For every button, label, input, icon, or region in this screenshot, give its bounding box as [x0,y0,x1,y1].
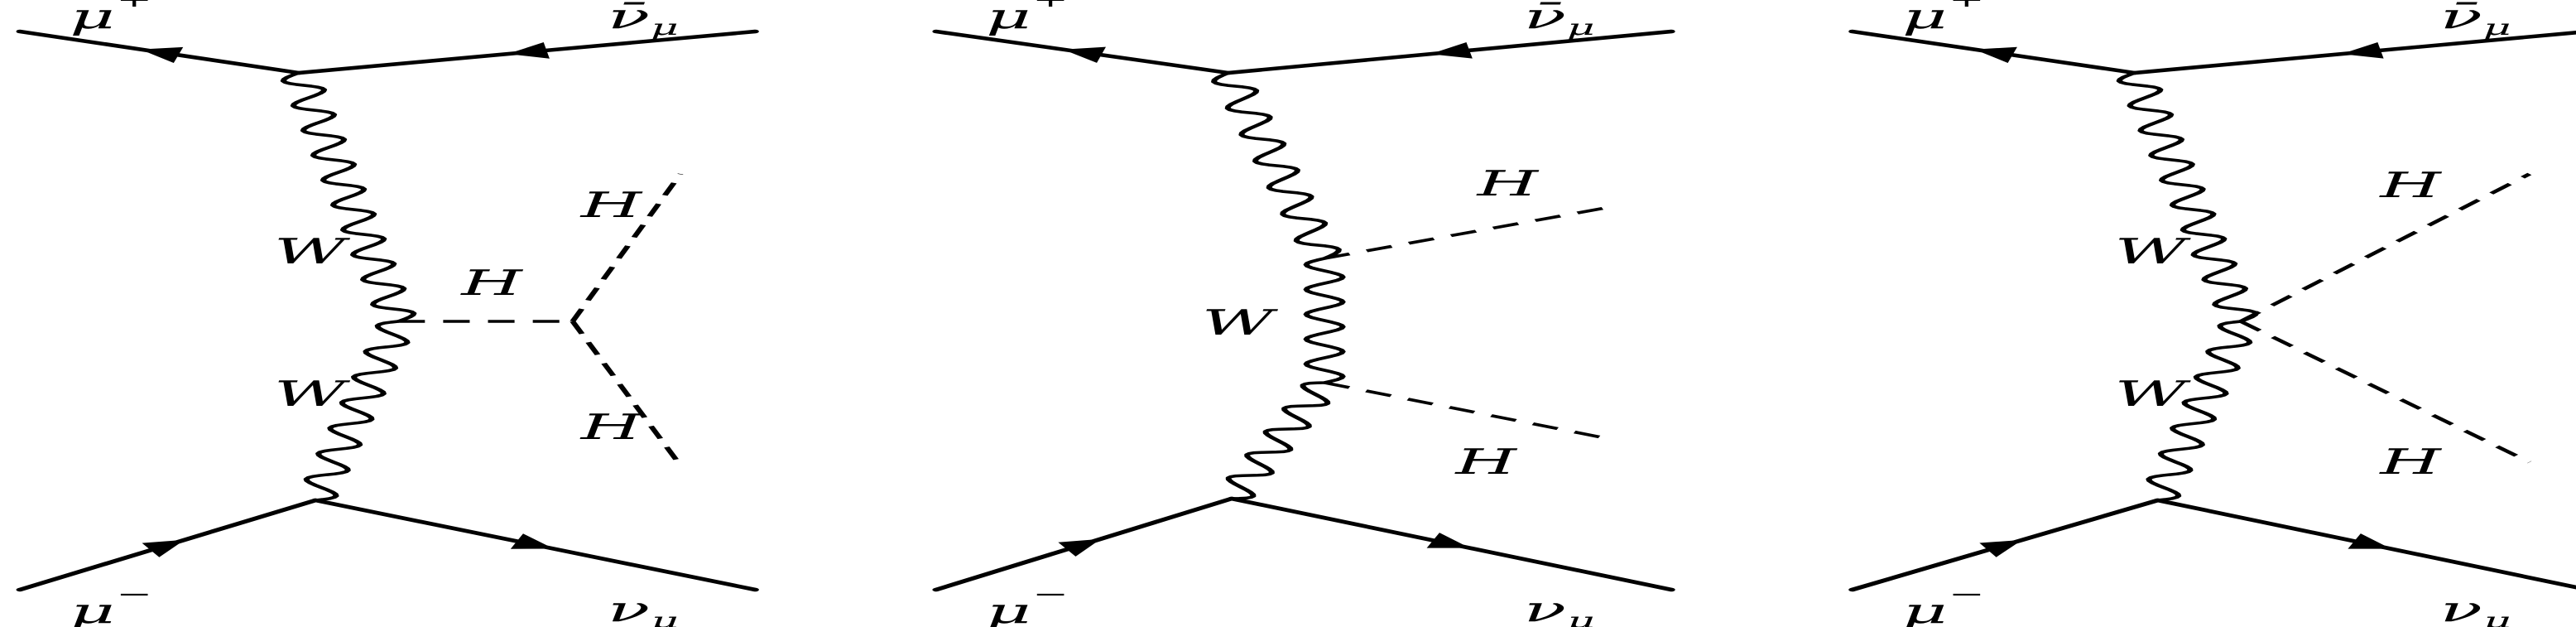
neutrino-line-arrow [2348,533,2391,549]
label-w-upper: W [2115,231,2191,272]
label-h-upper: H [1476,163,1540,204]
label-nu-mu-sub: μ [2483,608,2511,627]
muon-minus-line-arrow [1058,538,1101,557]
w-boson-line [1211,71,1346,500]
label-w-lower: W [2115,374,2191,414]
label-w: W [1202,302,1278,343]
label-mu-minus-sup: − [116,581,152,606]
neutrino-line-arrow [510,533,554,549]
label-h-upper: H [2379,165,2443,205]
label-w-upper: W [274,231,350,272]
label-w-lower: W [274,374,350,414]
antineutrino-line-arrow [1430,41,1473,59]
muon-plus-line-arrow [1974,46,2017,63]
label-nubar-mu-sub: μ [1567,15,1595,40]
label-nubar-mu-sub: μ [2483,15,2511,40]
label-h-upper: H [580,185,644,225]
label-h-lower: H [2379,441,2443,482]
label-mu-minus: μ [1902,591,1948,627]
label-mu-minus-sup: − [1949,581,1985,606]
w-boson-upper [2116,71,2259,323]
label-h-lower: H [1454,441,1518,482]
label-nu-mu-sub: μ [1567,608,1595,627]
label-mu-minus-sup: − [1032,581,1069,606]
label-nubar-mu-sub: μ [651,15,679,40]
higgs-out-lower [2238,320,2532,464]
w-boson-lower [303,320,411,502]
muon-minus-line-arrow [1979,539,2022,557]
label-mu-plus-sup: + [1032,0,1069,12]
muon-plus-line-arrow [140,46,184,64]
label-nu-mu: ν [1524,589,1566,627]
label-nubar-mu: ν̄ [2440,0,2482,36]
higgs-out-lower [570,321,684,466]
label-nubar-mu: ν̄ [1524,0,1566,36]
w-boson-upper [280,71,417,323]
label-mu-plus: μ [1902,0,1948,36]
label-nu-mu: ν [608,589,650,627]
antineutrino-line-arrow [507,42,550,59]
label-nu-mu-sub: μ [651,608,679,627]
higgs-out-upper [1323,205,1612,260]
higgs-out-upper [2238,172,2532,323]
label-mu-plus: μ [986,0,1031,36]
label-mu-plus-sup: + [116,0,152,12]
higgs-out-lower [1323,381,1612,441]
label-nu-mu: ν [2440,589,2482,627]
higgs-out-upper [570,173,684,322]
label-mu-plus-sup: + [1949,0,1985,12]
w-boson-lower [2146,320,2253,502]
label-h-propagator: H [460,263,524,303]
muon-plus-line-arrow [1063,46,1106,63]
antineutrino-line-arrow [2341,42,2384,59]
label-nubar-mu: ν̄ [608,0,650,36]
muon-minus-line-arrow [142,539,185,557]
neutrino-line-arrow [1426,533,1470,548]
label-mu-plus: μ [70,0,115,36]
label-mu-minus: μ [986,591,1031,627]
label-mu-minus: μ [70,591,115,627]
label-h-lower: H [580,407,644,447]
